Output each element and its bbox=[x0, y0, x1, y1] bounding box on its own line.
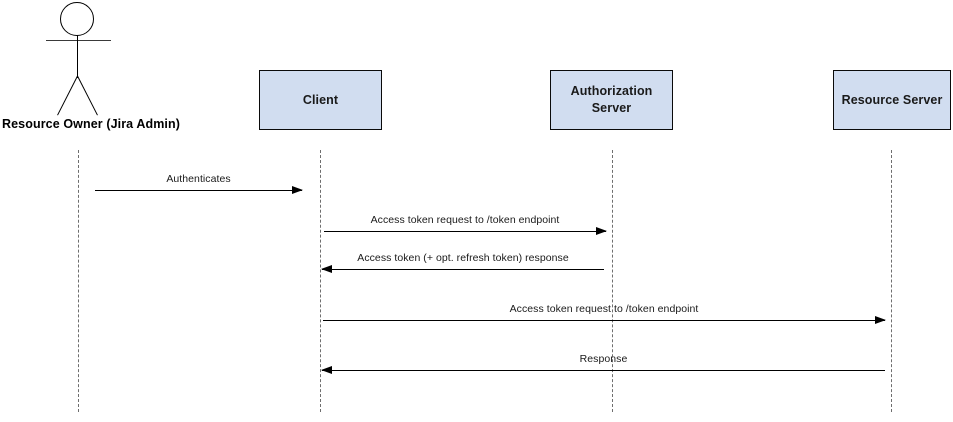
lifeline-client bbox=[320, 150, 321, 412]
lifeline-authorization-server bbox=[612, 150, 613, 412]
actor-leg-left-icon bbox=[57, 75, 78, 116]
actor-head-icon bbox=[60, 2, 94, 36]
actor-body-icon bbox=[77, 35, 78, 78]
arrowhead-left-icon bbox=[321, 365, 332, 374]
message-label: Access token request to /token endpoint bbox=[509, 303, 699, 315]
participant-label-authorization-server-line2: Server bbox=[591, 101, 632, 115]
participant-label-authorization-server: Authorization Server bbox=[571, 83, 653, 117]
message-line bbox=[322, 370, 885, 371]
participant-box-resource-server[interactable]: Resource Server bbox=[833, 70, 951, 130]
actor-stick-figure-icon bbox=[46, 2, 112, 122]
participant-box-authorization-server[interactable]: Authorization Server bbox=[550, 70, 673, 130]
message-label: Access token (+ opt. refresh token) resp… bbox=[357, 252, 569, 264]
participant-box-client[interactable]: Client bbox=[259, 70, 382, 130]
actor-label: Resource Owner (Jira Admin) bbox=[2, 117, 180, 131]
message-line bbox=[324, 231, 606, 232]
arrowhead-left-icon bbox=[321, 264, 332, 273]
participant-label-client: Client bbox=[302, 92, 339, 107]
lifeline-resource-owner bbox=[78, 150, 79, 412]
message-line bbox=[95, 190, 302, 191]
arrowhead-right-icon bbox=[875, 315, 886, 324]
message-label: Access token request to /token endpoint bbox=[370, 214, 560, 226]
message-label: Authenticates bbox=[166, 173, 231, 185]
actor-leg-right-icon bbox=[77, 75, 98, 116]
actor-arms-icon bbox=[46, 40, 111, 41]
arrowhead-right-icon bbox=[292, 185, 303, 194]
message-line bbox=[323, 320, 885, 321]
participant-label-resource-server: Resource Server bbox=[841, 92, 943, 107]
message-line bbox=[322, 269, 604, 270]
message-label: Response bbox=[579, 353, 628, 365]
arrowhead-right-icon bbox=[596, 226, 607, 235]
lifeline-resource-server bbox=[891, 150, 892, 412]
participant-label-authorization-server-line1: Authorization bbox=[570, 84, 653, 99]
